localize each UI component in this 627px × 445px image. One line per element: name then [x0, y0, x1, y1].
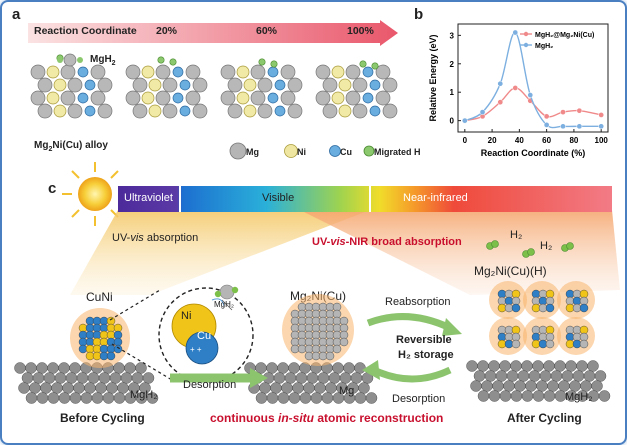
data-point — [576, 123, 583, 130]
y-axis-label: Relative Energy (eV) — [428, 34, 438, 121]
progress-label-20: 20% — [156, 25, 178, 37]
substrate-mgh2-right: MgH₂ — [565, 391, 593, 403]
substrate-mgh2-left: MgH₂ — [130, 389, 158, 401]
legend-marker — [523, 42, 529, 48]
legend-ni: Ni — [297, 147, 306, 157]
data-point — [512, 29, 519, 36]
plot-frame — [457, 23, 609, 133]
data-point — [512, 85, 519, 91]
x-tick-label: 80 — [569, 136, 578, 145]
cluster-after-bottom-2 — [557, 317, 595, 355]
spectrum-ultraviolet: Ultraviolet — [124, 192, 173, 204]
progress-label-60: 60% — [256, 25, 278, 37]
data-point — [527, 92, 534, 98]
substrate-center — [244, 362, 378, 404]
desorption-label-right: Desorption — [392, 393, 446, 405]
y-tick-label: 2 — [450, 60, 455, 69]
cluster-1 — [125, 56, 208, 119]
data-point — [598, 112, 605, 118]
after-cycling-label: After Cycling — [507, 411, 582, 425]
cuni-label: CuNi — [86, 290, 113, 304]
broad-absorption-label: UV-vis-NIR broad absorption — [312, 236, 462, 248]
panel-a-letter: a — [12, 6, 21, 23]
cluster-after-top-0 — [489, 281, 527, 319]
cluster-mg2nicu — [282, 294, 354, 366]
cluster-cuni — [70, 308, 130, 368]
data-point — [598, 123, 605, 130]
atom-legend — [229, 142, 375, 160]
progress-label-100: 100% — [347, 25, 374, 37]
data-point — [479, 109, 486, 115]
spectrum-bar — [118, 186, 612, 212]
spectrum-visible: Visible — [262, 192, 295, 204]
reconstruction-label: continuous in-situ atomic reconstruction — [210, 411, 444, 425]
legend-label: MgH₂@Mg₂Ni(Cu) — [535, 32, 594, 39]
svg-text:+ +: + + — [190, 345, 202, 354]
cycling-scene — [14, 281, 611, 404]
data-point — [461, 117, 468, 124]
cluster-after-top-2 — [557, 281, 595, 319]
reversible-label: Reversible — [396, 334, 452, 346]
panel-b-letter: b — [414, 6, 424, 23]
substrate-before — [14, 362, 159, 404]
y-tick-label: 0 — [450, 117, 455, 126]
reabsorption-label: Reabsorption — [385, 296, 451, 308]
x-tick-label: 20 — [488, 136, 497, 145]
mgh2-molecule-label: MgH2 — [90, 54, 116, 67]
h2-label-1: H₂ — [510, 229, 523, 241]
cluster-after-top-1 — [523, 281, 561, 319]
data-point — [497, 99, 504, 106]
data-point — [543, 122, 550, 128]
legend-marker — [523, 31, 529, 37]
h2-molecules — [486, 240, 574, 258]
mg2nicuh-label: Mg₂Ni(Cu)(H) — [474, 264, 547, 278]
spectrum-near-infrared: Near-infrared — [403, 192, 468, 204]
cluster-2 — [220, 58, 303, 119]
x-tick-label: 60 — [542, 136, 551, 145]
inset-mgh2-label: MgH₂ — [214, 300, 234, 309]
x-tick-label: 0 — [463, 136, 468, 145]
legend-migrated-h: Migrated H — [374, 147, 421, 157]
substrate-mg-center: Mg — [339, 385, 355, 397]
h2-label-2: H₂ — [540, 240, 553, 252]
reaction-coordinate-label: Reaction Coordinate — [34, 25, 137, 37]
y-tick-label: 1 — [450, 88, 455, 97]
x-axis-label: Reaction Coordinate (%) — [481, 148, 586, 158]
legend-label: MgH₂ — [535, 43, 553, 50]
panel-c-letter: c — [48, 180, 57, 197]
x-tick-label: 100 — [595, 136, 609, 145]
series-line-1 — [464, 31, 602, 129]
uv-vis-absorption-label: UV-vis absorption — [112, 232, 199, 244]
inset-cu-label: Cu — [197, 330, 212, 342]
before-cycling-label: Before Cycling — [60, 411, 145, 425]
substrate-after — [466, 360, 611, 402]
h2-storage-label: H₂ storage — [398, 349, 454, 361]
inset-zoom: + + — [109, 284, 254, 383]
atomic-clusters — [30, 53, 398, 119]
legend-cu: Cu — [340, 147, 352, 157]
alloy-label: Mg2Ni(Cu) alloy — [34, 140, 108, 153]
data-point — [560, 109, 566, 115]
process-arrows — [170, 313, 462, 388]
y-tick-label: 3 — [450, 31, 455, 40]
desorption-label-left: Desorption — [183, 379, 237, 391]
light-cones — [70, 210, 620, 295]
x-tick-label: 40 — [515, 136, 524, 145]
cluster-after-bottom-1 — [523, 317, 561, 355]
cluster-3 — [315, 60, 398, 119]
data-point — [543, 113, 550, 120]
cluster-after-bottom-0 — [489, 317, 527, 355]
data-point — [576, 107, 583, 114]
data-point — [560, 123, 566, 130]
legend-mg: Mg — [246, 147, 259, 157]
inset-ni-label: Ni — [181, 310, 192, 322]
data-point — [497, 80, 504, 87]
reaction-arrow — [28, 20, 398, 46]
cluster-0 — [30, 54, 113, 119]
